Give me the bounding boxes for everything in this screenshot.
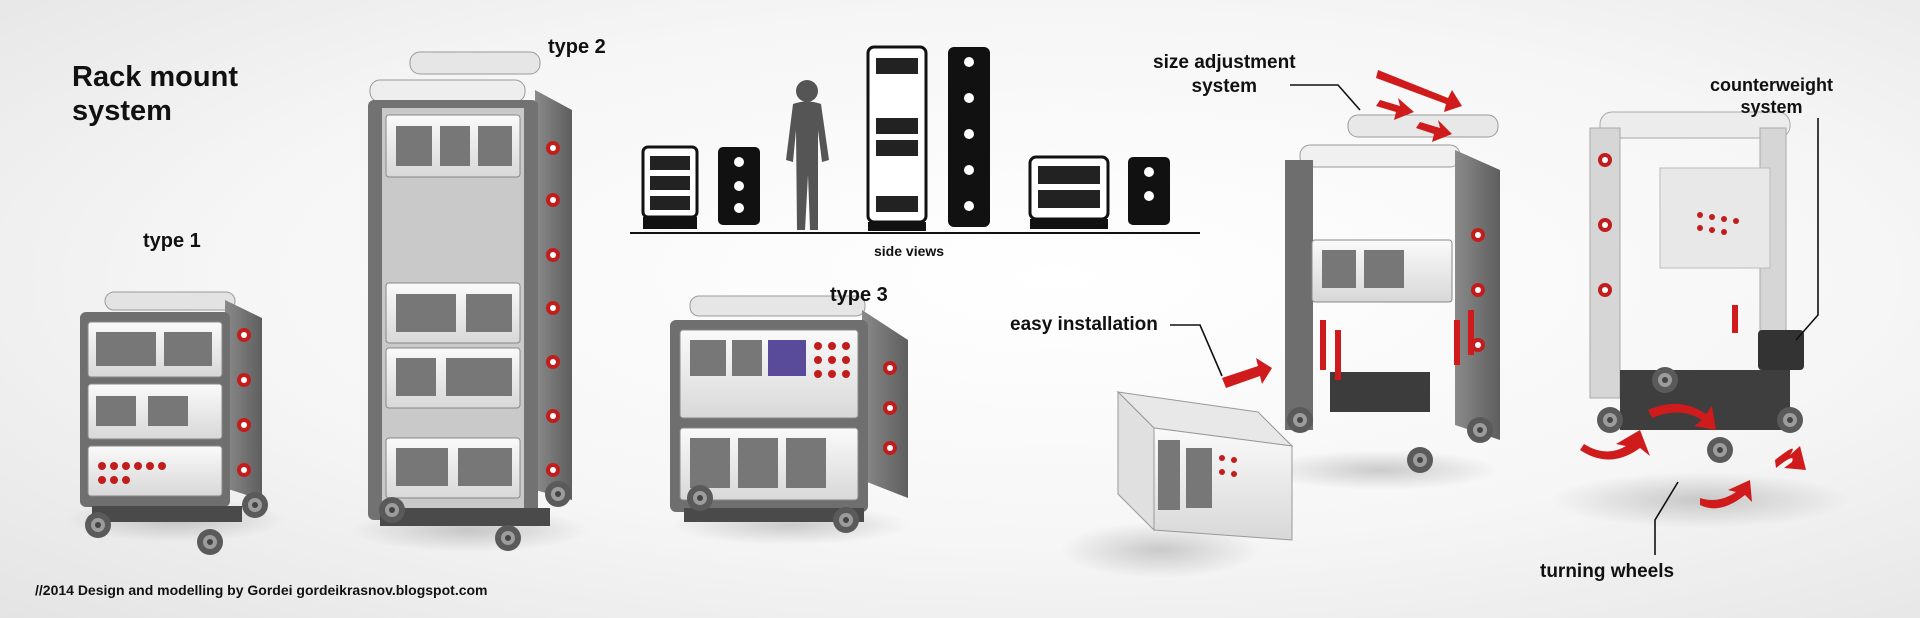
page-title: Rack mount system (72, 61, 238, 127)
person-silhouette (786, 80, 829, 230)
turning-wheels-label: turning wheels (1540, 561, 1675, 582)
rack-type3-render (670, 295, 910, 545)
credits-text: //2014 Design and modelling by Gordei go… (35, 582, 488, 598)
counterweight-rack-render (1550, 111, 1850, 528)
type1-label: type 1 (143, 230, 201, 252)
size-adjustment-label: size adjustment system (1153, 52, 1296, 97)
rotation-arrows (1580, 305, 1806, 509)
side-views-label: side views (874, 243, 945, 259)
loose-module-render (1060, 358, 1294, 578)
adjustment-arrows (1320, 70, 1474, 380)
rack-type1-render (65, 291, 285, 555)
leader-lines (1170, 84, 1819, 555)
easy-installation-label: easy installation (1010, 314, 1158, 335)
size-adjustment-rack-render (1260, 70, 1500, 490)
type3-label: type 3 (830, 284, 888, 306)
side-views-diagram (630, 45, 1200, 234)
counterweight-label: counterweight system (1710, 75, 1834, 117)
type2-label: type 2 (548, 36, 606, 58)
rack-type2-render (350, 51, 590, 552)
